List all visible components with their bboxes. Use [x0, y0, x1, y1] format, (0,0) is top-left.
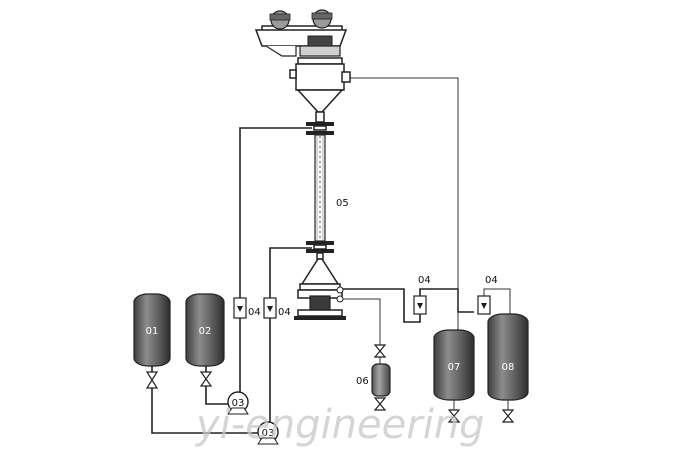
pump-03-top-label: 03	[232, 398, 245, 409]
flowmeter-04-b-label: 04	[278, 307, 291, 318]
flowmeter-04-c-label: 04	[418, 275, 431, 286]
valve-icon	[145, 371, 159, 389]
pump-03-bottom: 03	[257, 421, 279, 445]
pump-03-top: 03	[227, 391, 249, 415]
tank-02: 02	[185, 293, 225, 367]
valves	[145, 344, 515, 423]
flowmeter-04-a-label: 04	[248, 307, 261, 318]
column-base	[294, 252, 346, 320]
flowmeter-04-a: 04	[233, 297, 261, 319]
valve-icon	[373, 344, 387, 358]
tank-01-label: 01	[146, 326, 159, 337]
column-05-label: 05	[336, 198, 349, 209]
top-drive-assembly	[254, 9, 351, 123]
flowmeter-04-d: 04	[477, 275, 498, 315]
flowmeter-04-d-label: 04	[485, 275, 498, 286]
tank-08-label: 08	[502, 362, 515, 373]
tank-07-label: 07	[448, 362, 461, 373]
vessel-06-label: 06	[356, 376, 369, 387]
tank-08: 08	[487, 313, 529, 410]
valve-icon	[199, 371, 213, 387]
pump-03-bottom-label: 03	[262, 428, 275, 439]
vessel-06: 06	[356, 363, 391, 397]
valve-icon	[373, 397, 387, 411]
piping	[151, 77, 511, 434]
flowmeter-04-c: 04	[413, 275, 431, 315]
tank-02-label: 02	[199, 326, 212, 337]
tank-07: 07	[433, 329, 475, 410]
column-05: 05	[306, 122, 349, 253]
valve-icon	[501, 409, 515, 423]
tank-01: 01	[133, 293, 171, 367]
flowmeter-04-b: 04	[263, 297, 291, 319]
watermark: yi-engineering	[195, 402, 485, 448]
valve-icon	[447, 409, 461, 423]
